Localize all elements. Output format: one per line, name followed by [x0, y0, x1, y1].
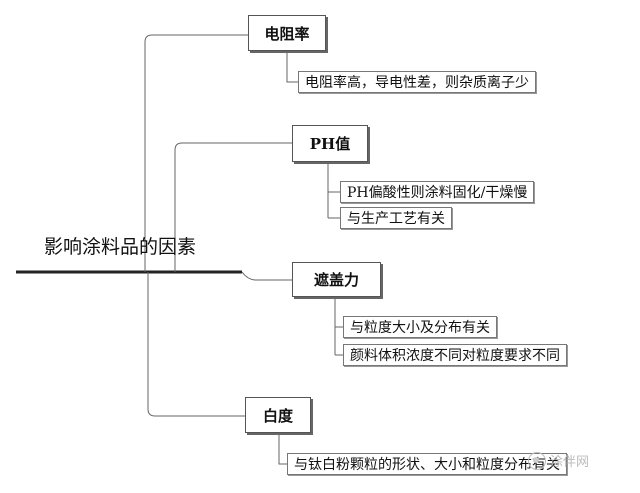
topic-label: 遮盖力 [313, 271, 359, 289]
subtopic-label: 电阻率高，导电性差，则杂质离子少 [305, 75, 529, 91]
topic-label: 白度 [262, 406, 293, 425]
subtopic-resistivity-1[interactable]: 电阻率高，导电性差，则杂质离子少 [298, 71, 536, 93]
branch-line-topic-3 [241, 271, 292, 281]
sub-line-1 [286, 51, 298, 83]
subtopic-hiding-2[interactable]: 颜料体积浓度不同对粒度要求不同 [343, 344, 567, 366]
subtopic-label: 与钛白粉颗粒的形状、大小和粒度分布有关 [294, 457, 560, 473]
sub-line-2 [327, 162, 340, 219]
topic-hiding-power[interactable]: 遮盖力 [292, 262, 381, 297]
watermark-text: 涂伴网 [550, 455, 590, 470]
subtopic-ph-2[interactable]: 与生产工艺有关 [340, 207, 452, 229]
subtopic-whiteness-1[interactable]: 与钛白粉颗粒的形状、大小和粒度分布有关 [287, 453, 567, 475]
branch-line-topic-4 [147, 272, 245, 417]
sub-line-3 [334, 297, 343, 356]
topic-whiteness[interactable]: 白度 [245, 397, 311, 433]
subtopic-label: 与粒度大小及分布有关 [350, 320, 490, 336]
topic-label: PH值 [309, 135, 351, 153]
topic-ph[interactable]: PH值 [292, 125, 368, 162]
watermark: 涂伴网 [528, 451, 589, 470]
root-topic[interactable]: 影响涂料品的因素 [44, 236, 197, 258]
wechat-logo-icon [528, 451, 546, 470]
sub-line-4 [278, 433, 287, 465]
branch-line-topic-2 [174, 142, 292, 272]
subtopic-ph-1[interactable]: PH偏酸性则涂料固化/干燥慢 [340, 181, 535, 203]
subtopic-label: 颜料体积浓度不同对粒度要求不同 [350, 348, 560, 364]
topic-label: 电阻率 [264, 24, 310, 43]
branch-line-topic-1 [144, 34, 248, 272]
subtopic-label: PH偏酸性则涂料固化/干燥慢 [347, 185, 528, 201]
subtopic-label: 与生产工艺有关 [347, 211, 445, 227]
topic-resistivity[interactable]: 电阻率 [248, 15, 326, 51]
subtopic-hiding-1[interactable]: 与粒度大小及分布有关 [343, 316, 497, 338]
